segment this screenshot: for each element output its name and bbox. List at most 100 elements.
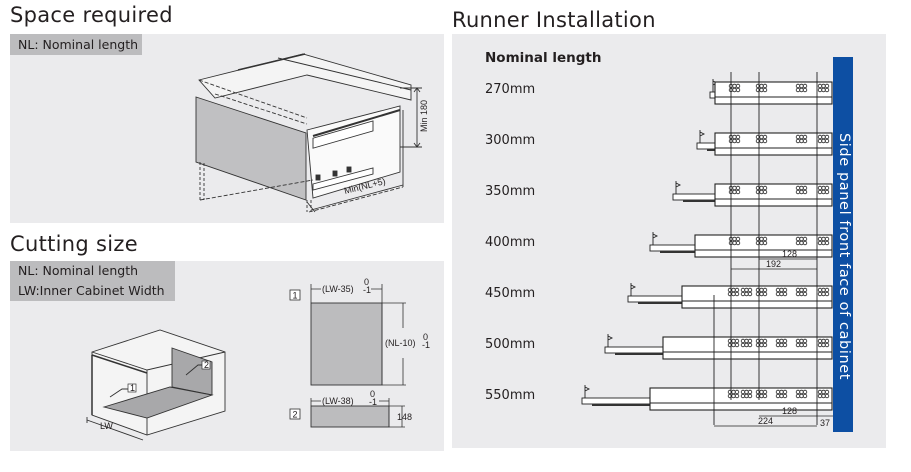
- runner-installation-title: Runner Installation: [452, 8, 656, 32]
- runner-hole: [734, 393, 740, 399]
- nominal-length-400mm: 400mm: [485, 235, 536, 250]
- runner-hole: [824, 189, 830, 195]
- part2-width: (LW-38): [322, 396, 354, 406]
- runner-hole: [747, 291, 753, 297]
- runner-underbar: [660, 251, 695, 253]
- drawer-space-diagram: Min 180 Min(NL+5): [195, 53, 429, 213]
- nominal-length-300mm: 300mm: [485, 133, 536, 148]
- runner-hole: [802, 83, 808, 89]
- runner-body: [681, 285, 833, 309]
- cabinet-part1-marker: 1: [130, 383, 135, 393]
- cutting-size-title: Cutting size: [10, 232, 138, 256]
- runner-underbar: [615, 353, 663, 355]
- runner-hole: [782, 342, 788, 348]
- side-panel-band: [833, 57, 853, 432]
- dim-550-37: 37: [820, 418, 830, 428]
- runner-hole: [802, 189, 808, 195]
- space-required-legend: NL: Nominal length: [10, 34, 142, 55]
- nominal-length-270mm: 270mm: [485, 82, 536, 97]
- nominal-length-550mm: 550mm: [485, 388, 536, 403]
- part1-length-tol-lower: -1: [422, 340, 430, 350]
- runner-hole: [802, 87, 808, 93]
- runner-hole: [762, 342, 768, 348]
- runner-hole: [782, 393, 788, 399]
- space-required-title: Space required: [10, 3, 173, 27]
- part2-width-tol-upper: 0: [370, 389, 375, 399]
- runner-hook: [584, 385, 591, 398]
- min-height-label: Min 180: [419, 100, 429, 132]
- runner-hole: [747, 393, 753, 399]
- runner-hole: [747, 342, 753, 348]
- part1-index: 1: [293, 291, 298, 301]
- runner-hole: [734, 291, 740, 297]
- dim-400-192: 192: [766, 259, 781, 269]
- part1-width-tol-upper: 0: [364, 277, 369, 287]
- drawer-front-panel: [195, 96, 307, 201]
- runner-extension: [581, 397, 651, 405]
- runner-hole: [824, 342, 830, 348]
- runner-body: [662, 336, 833, 360]
- dim-550-224: 224: [758, 416, 773, 426]
- part2-index: 2: [293, 410, 298, 420]
- part-cutting-dimensions: 1 (LW-35) 0 -1 (NL-10) 0 -1 2 (LW-38) 0 …: [289, 277, 430, 428]
- runner-hole: [735, 240, 741, 246]
- part1-length: (NL-10): [385, 338, 416, 348]
- part1-bottom-panel: [102, 386, 214, 419]
- runner-hole: [735, 138, 741, 144]
- cabinet-part2-marker: 2: [204, 360, 209, 370]
- runner-hole: [762, 83, 768, 89]
- nominal-length-450mm: 450mm: [485, 286, 536, 301]
- runner-hole: [824, 240, 830, 246]
- runner-hole: [824, 291, 830, 297]
- runner-hole: [824, 138, 830, 144]
- runner-hole: [824, 393, 830, 399]
- runner-hole: [762, 189, 768, 195]
- runner-underbar: [707, 149, 715, 151]
- runner-extension: [672, 193, 716, 201]
- runner-underbar: [638, 302, 682, 304]
- cutting-size-legend: NL: Nominal length LW:Inner Cabinet Widt…: [10, 261, 175, 301]
- part1-width-tol-lower: -1: [363, 285, 371, 295]
- runner-hole: [824, 83, 830, 89]
- side-panel-label: Side panel front face of cabinet: [836, 133, 852, 381]
- part2-width-tol-lower: -1: [369, 397, 377, 407]
- runner-hole: [782, 291, 788, 297]
- runner-hole: [802, 291, 808, 297]
- runner-hole: [802, 393, 808, 399]
- legend-lw: LW:Inner Cabinet Width: [18, 283, 165, 298]
- cabinet-cutting-diagram: 1 2 LW: [86, 329, 226, 441]
- runner-hole: [802, 240, 808, 246]
- runner-hole: [762, 393, 768, 399]
- part1-panel: [310, 302, 383, 386]
- runner-hole: [735, 87, 741, 93]
- runner-hole: [735, 189, 741, 195]
- dim-550-128: 128: [782, 406, 797, 416]
- runner-extension: [696, 142, 716, 150]
- runner-extension: [649, 244, 696, 252]
- runner-hook: [607, 334, 614, 347]
- runner-extension: [604, 346, 664, 354]
- legend-nl: NL: Nominal length: [18, 263, 139, 278]
- part1-width: (LW-35): [322, 284, 354, 294]
- runner-hole: [802, 342, 808, 348]
- part2-height: 148: [397, 412, 412, 422]
- runner-hole: [734, 342, 740, 348]
- runner-hole: [762, 87, 768, 93]
- runner-hole: [762, 240, 768, 246]
- nominal-length-500mm: 500mm: [485, 337, 536, 352]
- dim-400-128: 128: [782, 249, 797, 259]
- runner-underbar: [592, 404, 650, 406]
- runner-underbar: [683, 200, 715, 202]
- lw-label: LW: [100, 421, 113, 431]
- part1-length-tol-upper: 0: [423, 332, 428, 342]
- runner-hook: [675, 181, 682, 194]
- runner-hole: [762, 291, 768, 297]
- runner-hook: [652, 232, 659, 245]
- nominal-length-350mm: 350mm: [485, 184, 536, 199]
- runner-hook: [699, 130, 706, 143]
- runner-hook: [630, 283, 637, 296]
- nominal-length-header: Nominal length: [485, 50, 602, 66]
- runner-hole: [824, 87, 830, 93]
- runner-hole: [762, 138, 768, 144]
